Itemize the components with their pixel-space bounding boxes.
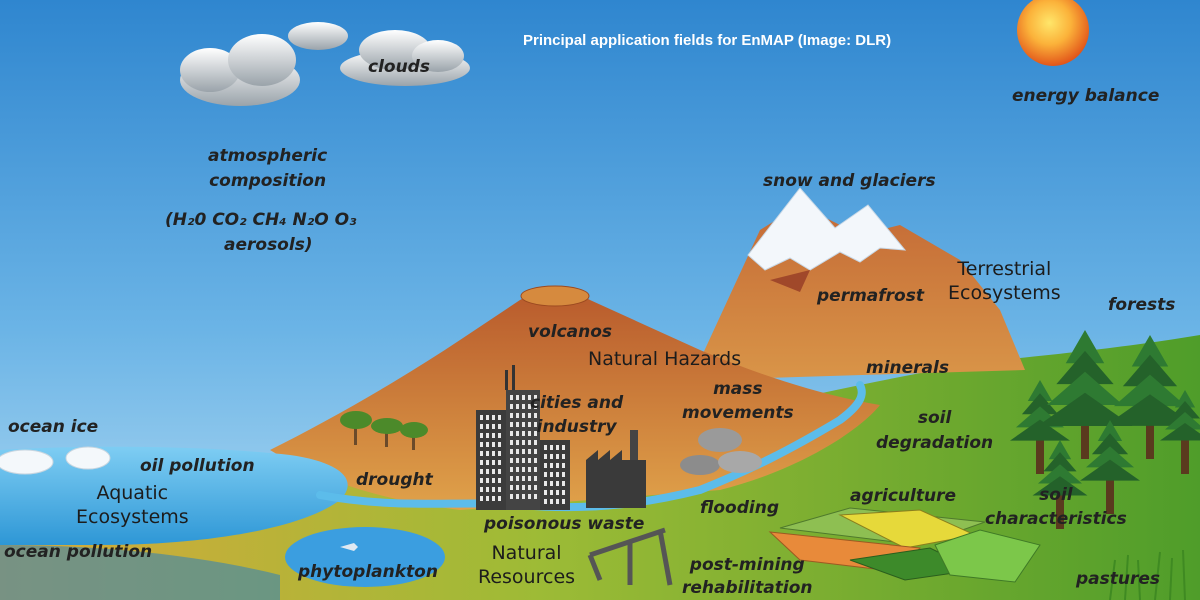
- label-atmospheric-gases: (H₂0 CO₂ CH₄ N₂O O₃: [165, 210, 357, 230]
- label-ocean-pollution: ocean pollution: [4, 542, 153, 562]
- label-clouds: clouds: [368, 57, 430, 77]
- label-cities-and-industry: cities and industry: [530, 393, 624, 437]
- label-forests: forests: [1108, 295, 1176, 315]
- snow-glacier: [747, 187, 907, 271]
- cloud-icon: [180, 22, 470, 106]
- label-pastures: pastures: [1076, 569, 1161, 589]
- label-minerals: minerals: [866, 358, 949, 378]
- label-volcanos: volcanos: [528, 322, 613, 342]
- diagram-title: Principal application fields for EnMAP (…: [523, 32, 892, 49]
- label-soil-degradation: soil degradation: [876, 408, 994, 453]
- drought-trees-icon: [340, 411, 428, 450]
- label-mass-movements: mass movements: [682, 379, 794, 423]
- category-terrestrial-ecosystems: Terrestrial Ecosystems: [948, 258, 1061, 304]
- label-post-mining-rehabilitation: post-mining rehabilitation: [682, 555, 813, 598]
- label-permafrost: permafrost: [817, 286, 924, 306]
- label-oil-pollution: oil pollution: [140, 456, 255, 476]
- label-flooding: flooding: [700, 498, 780, 518]
- forest-icon: [1010, 330, 1200, 529]
- category-natural-hazards: Natural Hazards: [588, 348, 742, 370]
- phytoplankton-pond: [285, 527, 445, 587]
- label-phytoplankton: phytoplankton: [298, 562, 438, 582]
- label-atmospheric-composition: atmospheric composition: [208, 146, 328, 191]
- agriculture-fields: [768, 507, 1041, 583]
- label-poisonous-waste: poisonous waste: [484, 514, 645, 534]
- label-ocean-ice: ocean ice: [8, 417, 99, 437]
- pasture-grass: [1109, 549, 1186, 600]
- label-snow-and-glaciers: snow and glaciers: [763, 171, 936, 191]
- label-drought: drought: [356, 470, 433, 490]
- category-natural-resources: Natural Resources: [478, 542, 576, 588]
- label-aerosols: aerosols): [224, 235, 313, 255]
- sun-icon: [1017, 0, 1089, 66]
- building-windows: [480, 395, 565, 504]
- ocean-ice-icon: [0, 446, 111, 475]
- ocean: [0, 446, 348, 545]
- label-agriculture: agriculture: [850, 486, 957, 506]
- river: [316, 381, 866, 512]
- rocks-icon: [680, 428, 762, 475]
- label-energy-balance: energy balance: [1012, 86, 1160, 106]
- oil-pump-icon: [587, 527, 673, 586]
- label-soil-characteristics: soil characteristics: [985, 485, 1127, 529]
- category-aquatic-ecosystems: Aquatic Ecosystems: [76, 482, 189, 528]
